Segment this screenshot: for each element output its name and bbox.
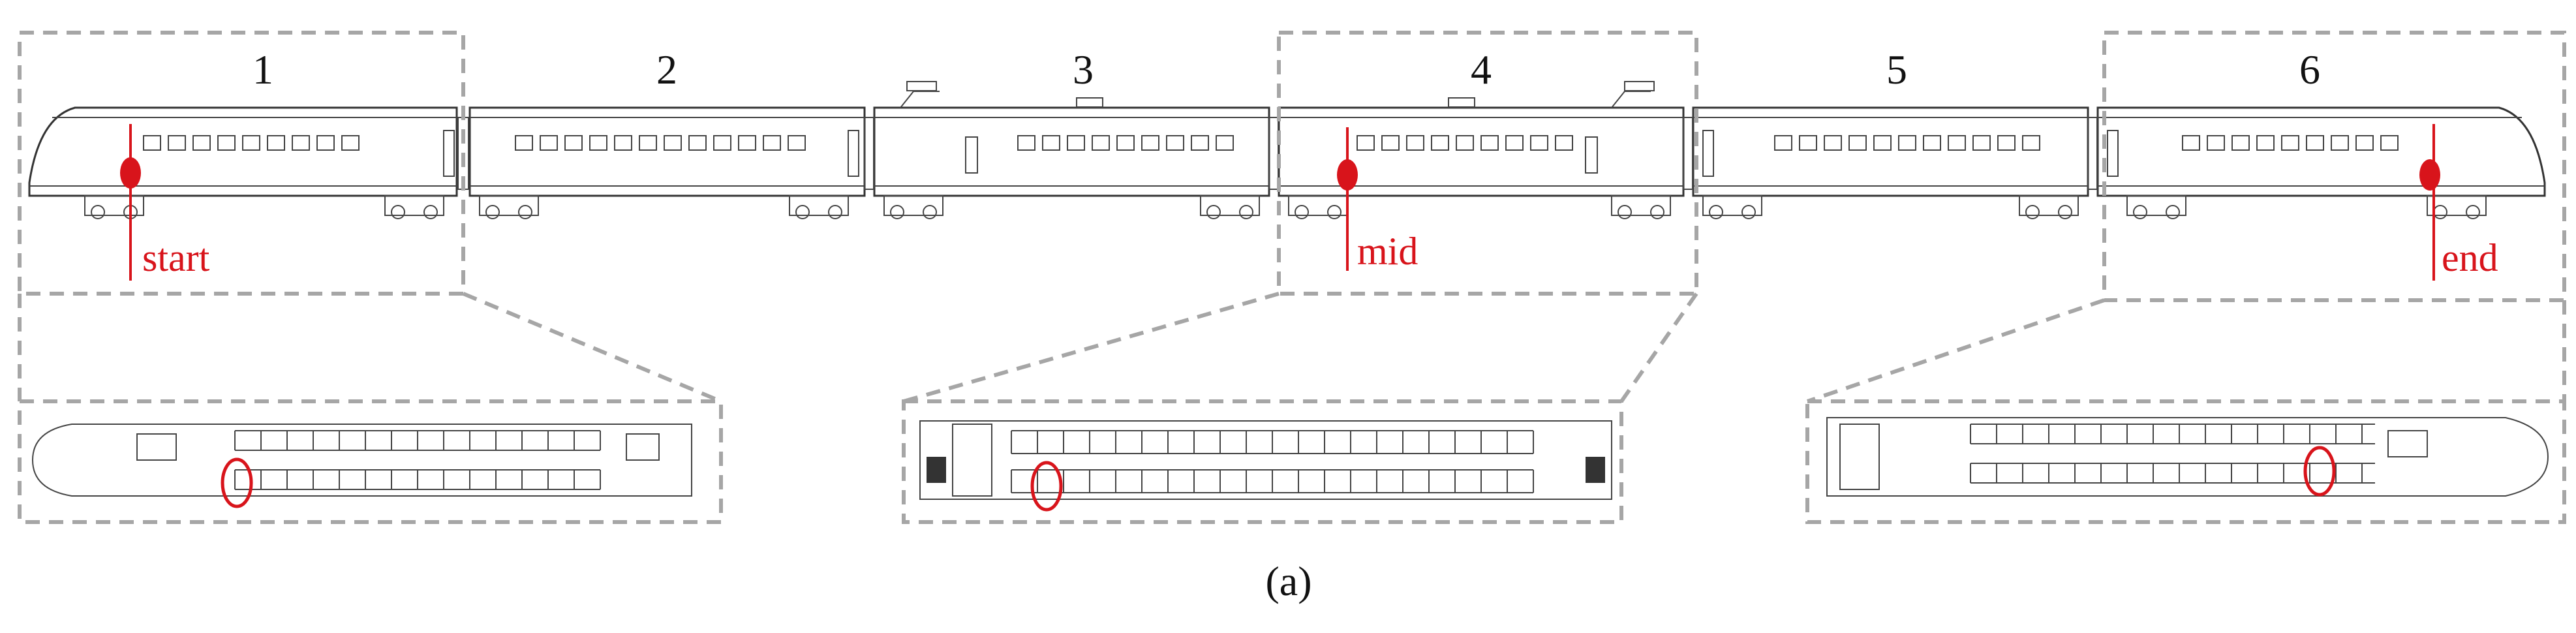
mid-label: mid (1357, 230, 1418, 273)
car-5-windows (1774, 135, 2040, 151)
car-4-highlight-frame (1277, 31, 1698, 296)
car-2-windows (515, 135, 806, 151)
start-dot (120, 157, 141, 189)
train-side-view (28, 81, 2546, 219)
car-4-seat-marker (1030, 461, 1063, 512)
mid-dot (1337, 159, 1358, 191)
end-dot (2419, 159, 2440, 191)
marker-mid: mid (1337, 127, 1418, 273)
car-number-3: 3 (1073, 46, 1094, 93)
car-number-6: 6 (2299, 46, 2320, 93)
car-6-windows (2182, 135, 2399, 151)
car-4-windows (1357, 135, 1573, 151)
car-1-windows (143, 135, 360, 151)
floorplan-car-1 (18, 399, 723, 524)
car-6-seat-grid (1970, 424, 2375, 484)
car-6-seat-marker (2303, 446, 2336, 497)
car-1-seat-grid (234, 430, 601, 490)
figure-caption: (a) (1265, 558, 1311, 604)
car-3-windows (1017, 135, 1234, 151)
car-1-seat-marker (221, 457, 253, 508)
car-number-5: 5 (1886, 46, 1907, 93)
marker-start: start (120, 124, 210, 281)
zoom-connectors (18, 292, 2566, 403)
floorplan-car-6 (1805, 399, 2566, 524)
start-label: start (142, 236, 210, 279)
car-1-side (28, 106, 458, 219)
car-3-side (873, 81, 1270, 219)
end-label: end (2442, 236, 2498, 279)
car-number-2: 2 (656, 46, 677, 93)
car-2-side (468, 106, 866, 219)
car-4-seat-grid (1011, 430, 1534, 493)
car-number-1: 1 (253, 46, 273, 93)
car-4-side (1278, 81, 1685, 219)
car-number-4: 4 (1471, 46, 1492, 93)
floorplan-car-4 (902, 399, 1623, 524)
car-5-side (1692, 106, 2089, 219)
car-1-highlight-frame (18, 31, 465, 296)
marker-end: end (2419, 124, 2498, 281)
car-6-highlight-frame (2102, 31, 2566, 302)
car-6-side (2096, 106, 2546, 219)
